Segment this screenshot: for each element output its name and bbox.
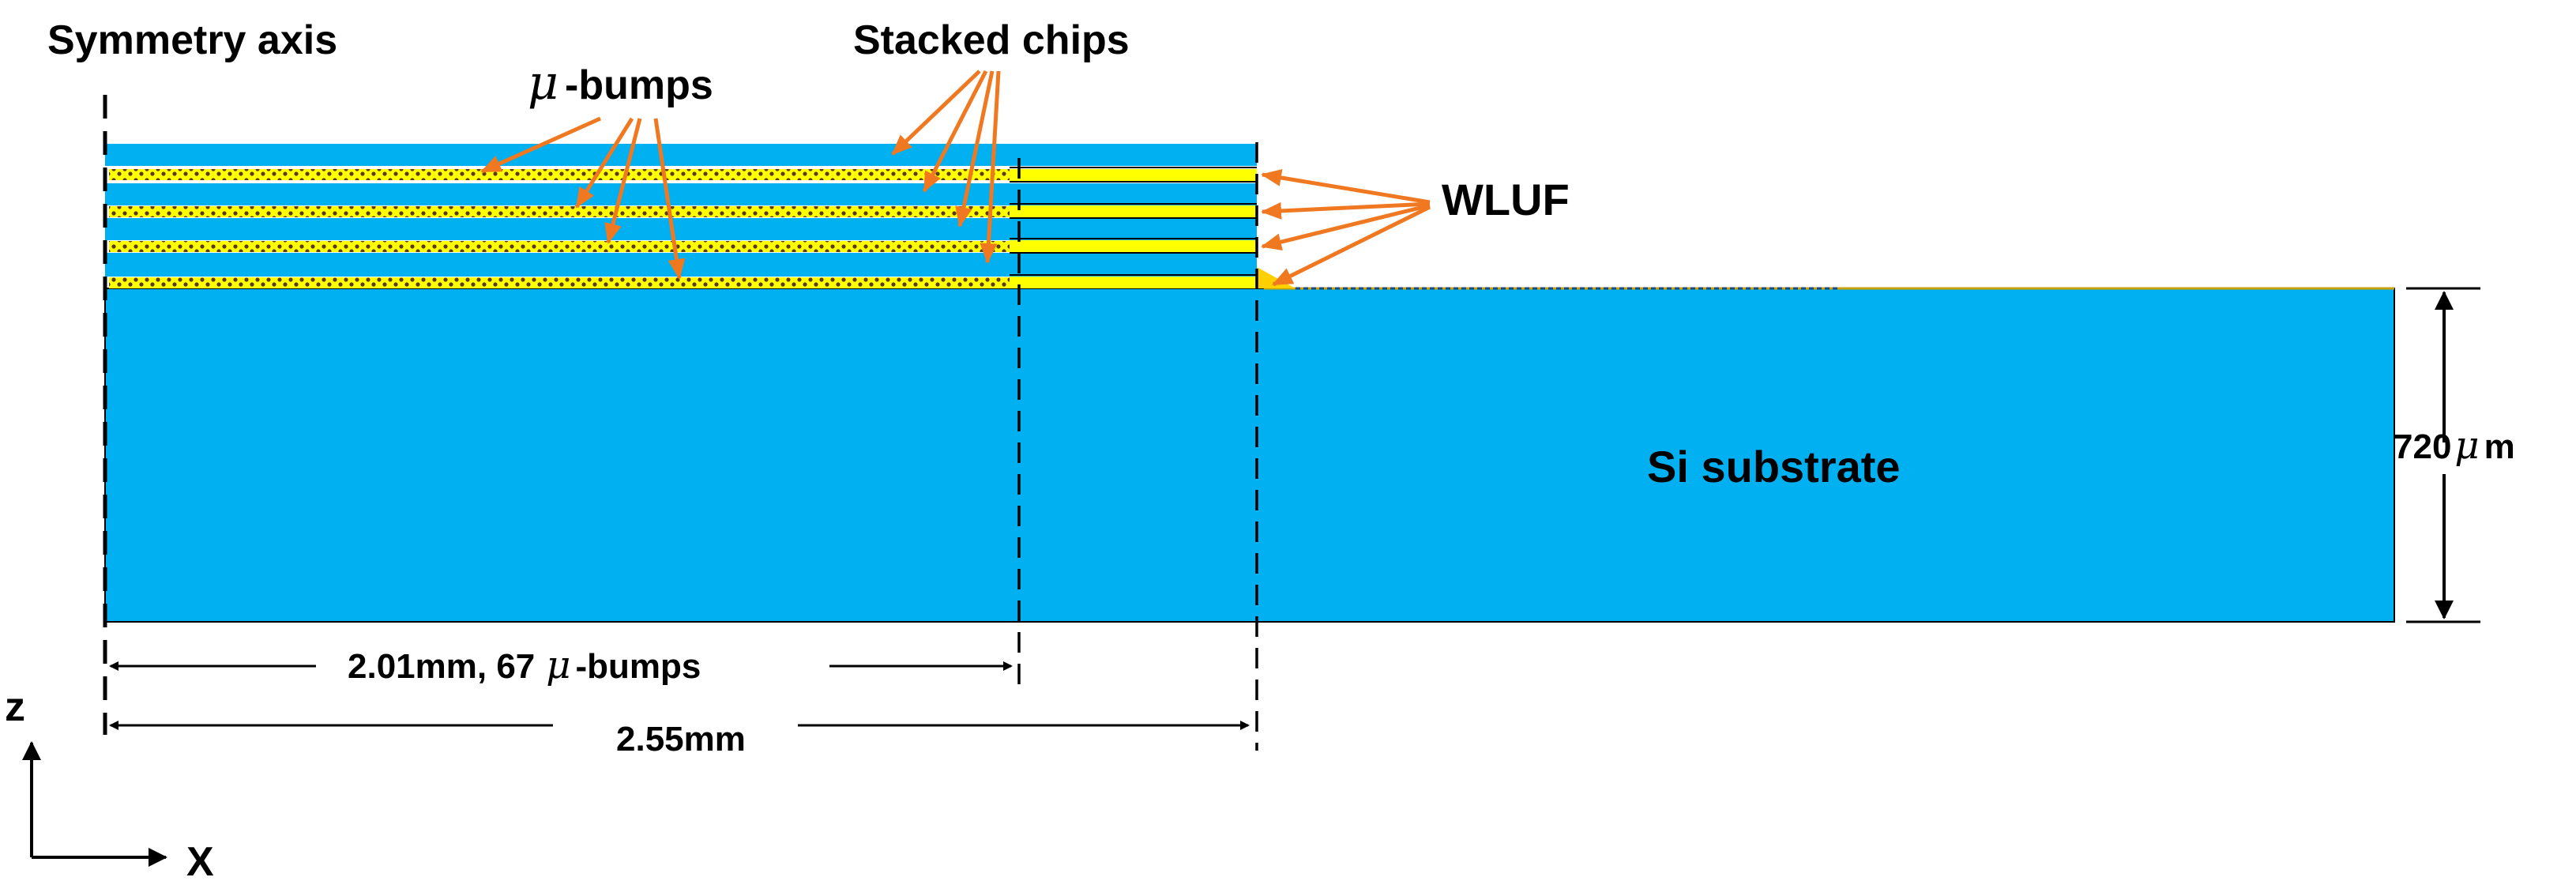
thickness-value: 720 — [2394, 427, 2451, 466]
dim-inner-prefix: 2.01mm, 67 — [348, 647, 535, 686]
bump-layer — [109, 277, 1010, 288]
wluf-layer — [1010, 240, 1257, 253]
bump-layer — [109, 206, 1010, 217]
layer-boundaries — [1010, 167, 1257, 276]
wluf-layer — [1010, 205, 1257, 218]
thickness-unit: m — [2484, 427, 2515, 466]
bumps-label: μ-bumps — [528, 55, 713, 111]
bump-leader-arrows — [480, 116, 686, 280]
chip-stack — [105, 144, 1257, 277]
bump-layers — [109, 169, 1010, 288]
bump-layer — [109, 241, 1010, 252]
wluf-layer — [1010, 277, 1257, 288]
axis-z-label: z — [5, 684, 25, 730]
axis-x-label: X — [186, 839, 214, 885]
thickness-mu: μ — [2454, 424, 2479, 468]
dim-outer-label: 2.55mm — [616, 720, 746, 759]
chip-layer — [105, 218, 1257, 240]
dim-inner-suffix: -bumps — [575, 647, 701, 686]
wluf-layer — [1010, 169, 1257, 182]
bumps-suffix: -bumps — [565, 62, 713, 108]
wluf-leader-arrows — [1261, 169, 1431, 287]
chip-layer — [105, 183, 1257, 205]
mu-symbol: μ — [528, 55, 558, 111]
si-substrate-block — [104, 288, 2395, 623]
symmetry-axis-label: Symmetry axis — [47, 17, 337, 63]
bump-layer — [109, 169, 1010, 180]
chip-leader-arrows — [891, 70, 1001, 264]
chip-layer — [105, 253, 1257, 277]
si-substrate-label: Si substrate — [1647, 442, 1901, 491]
wluf-label: WLUF — [1442, 175, 1570, 224]
chip-layer — [105, 144, 1257, 166]
dim-inner-label: 2.01mm, 67 μ-bumps — [348, 643, 701, 687]
dim-inner-mu: μ — [546, 643, 570, 687]
stacked-chips-label: Stacked chips — [853, 17, 1130, 63]
wluf-layers — [1010, 169, 1296, 288]
